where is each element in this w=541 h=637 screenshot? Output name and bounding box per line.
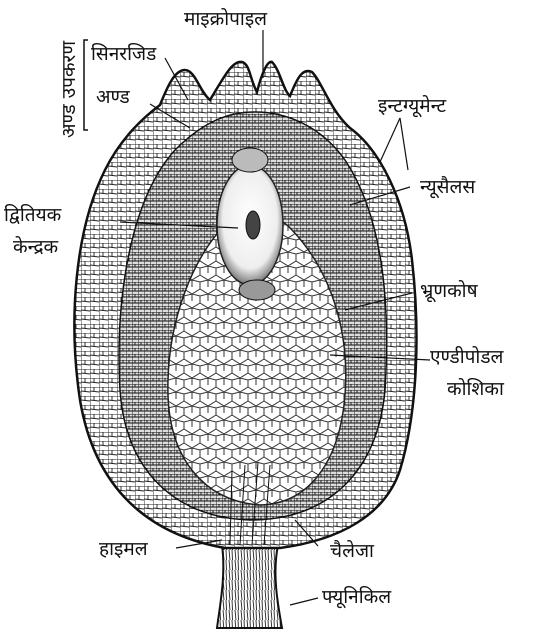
label-hilum: हाइमल: [99, 538, 148, 560]
label-chalaza: चैलेजा: [330, 540, 374, 562]
label-egg: अण्ड: [96, 86, 130, 108]
funicle-shape: [217, 545, 282, 628]
label-integument: इन्टग्यूमेन्ट: [378, 95, 446, 117]
label-egg-apparatus: अण्ड उपकरण: [55, 8, 81, 138]
label-nucellus: न्यूसैलस: [420, 176, 475, 198]
label-antipodal-line2: कोशिका: [447, 378, 504, 400]
label-antipodal-line1: एण्डीपोडल: [430, 346, 503, 368]
label-micropyle: माइक्रोपाइल: [184, 8, 267, 30]
label-secondary-nucleus-line2: केन्द्रक: [13, 236, 58, 258]
label-secondary-nucleus-line1: द्वितियक: [4, 204, 61, 226]
label-funicle: फ्यूनिकिल: [322, 586, 391, 608]
label-embryo-sac: भ्रूणकोष: [420, 280, 478, 302]
egg-apparatus-bracket: [84, 40, 88, 130]
label-synergids: सिनरजिड: [91, 43, 156, 65]
